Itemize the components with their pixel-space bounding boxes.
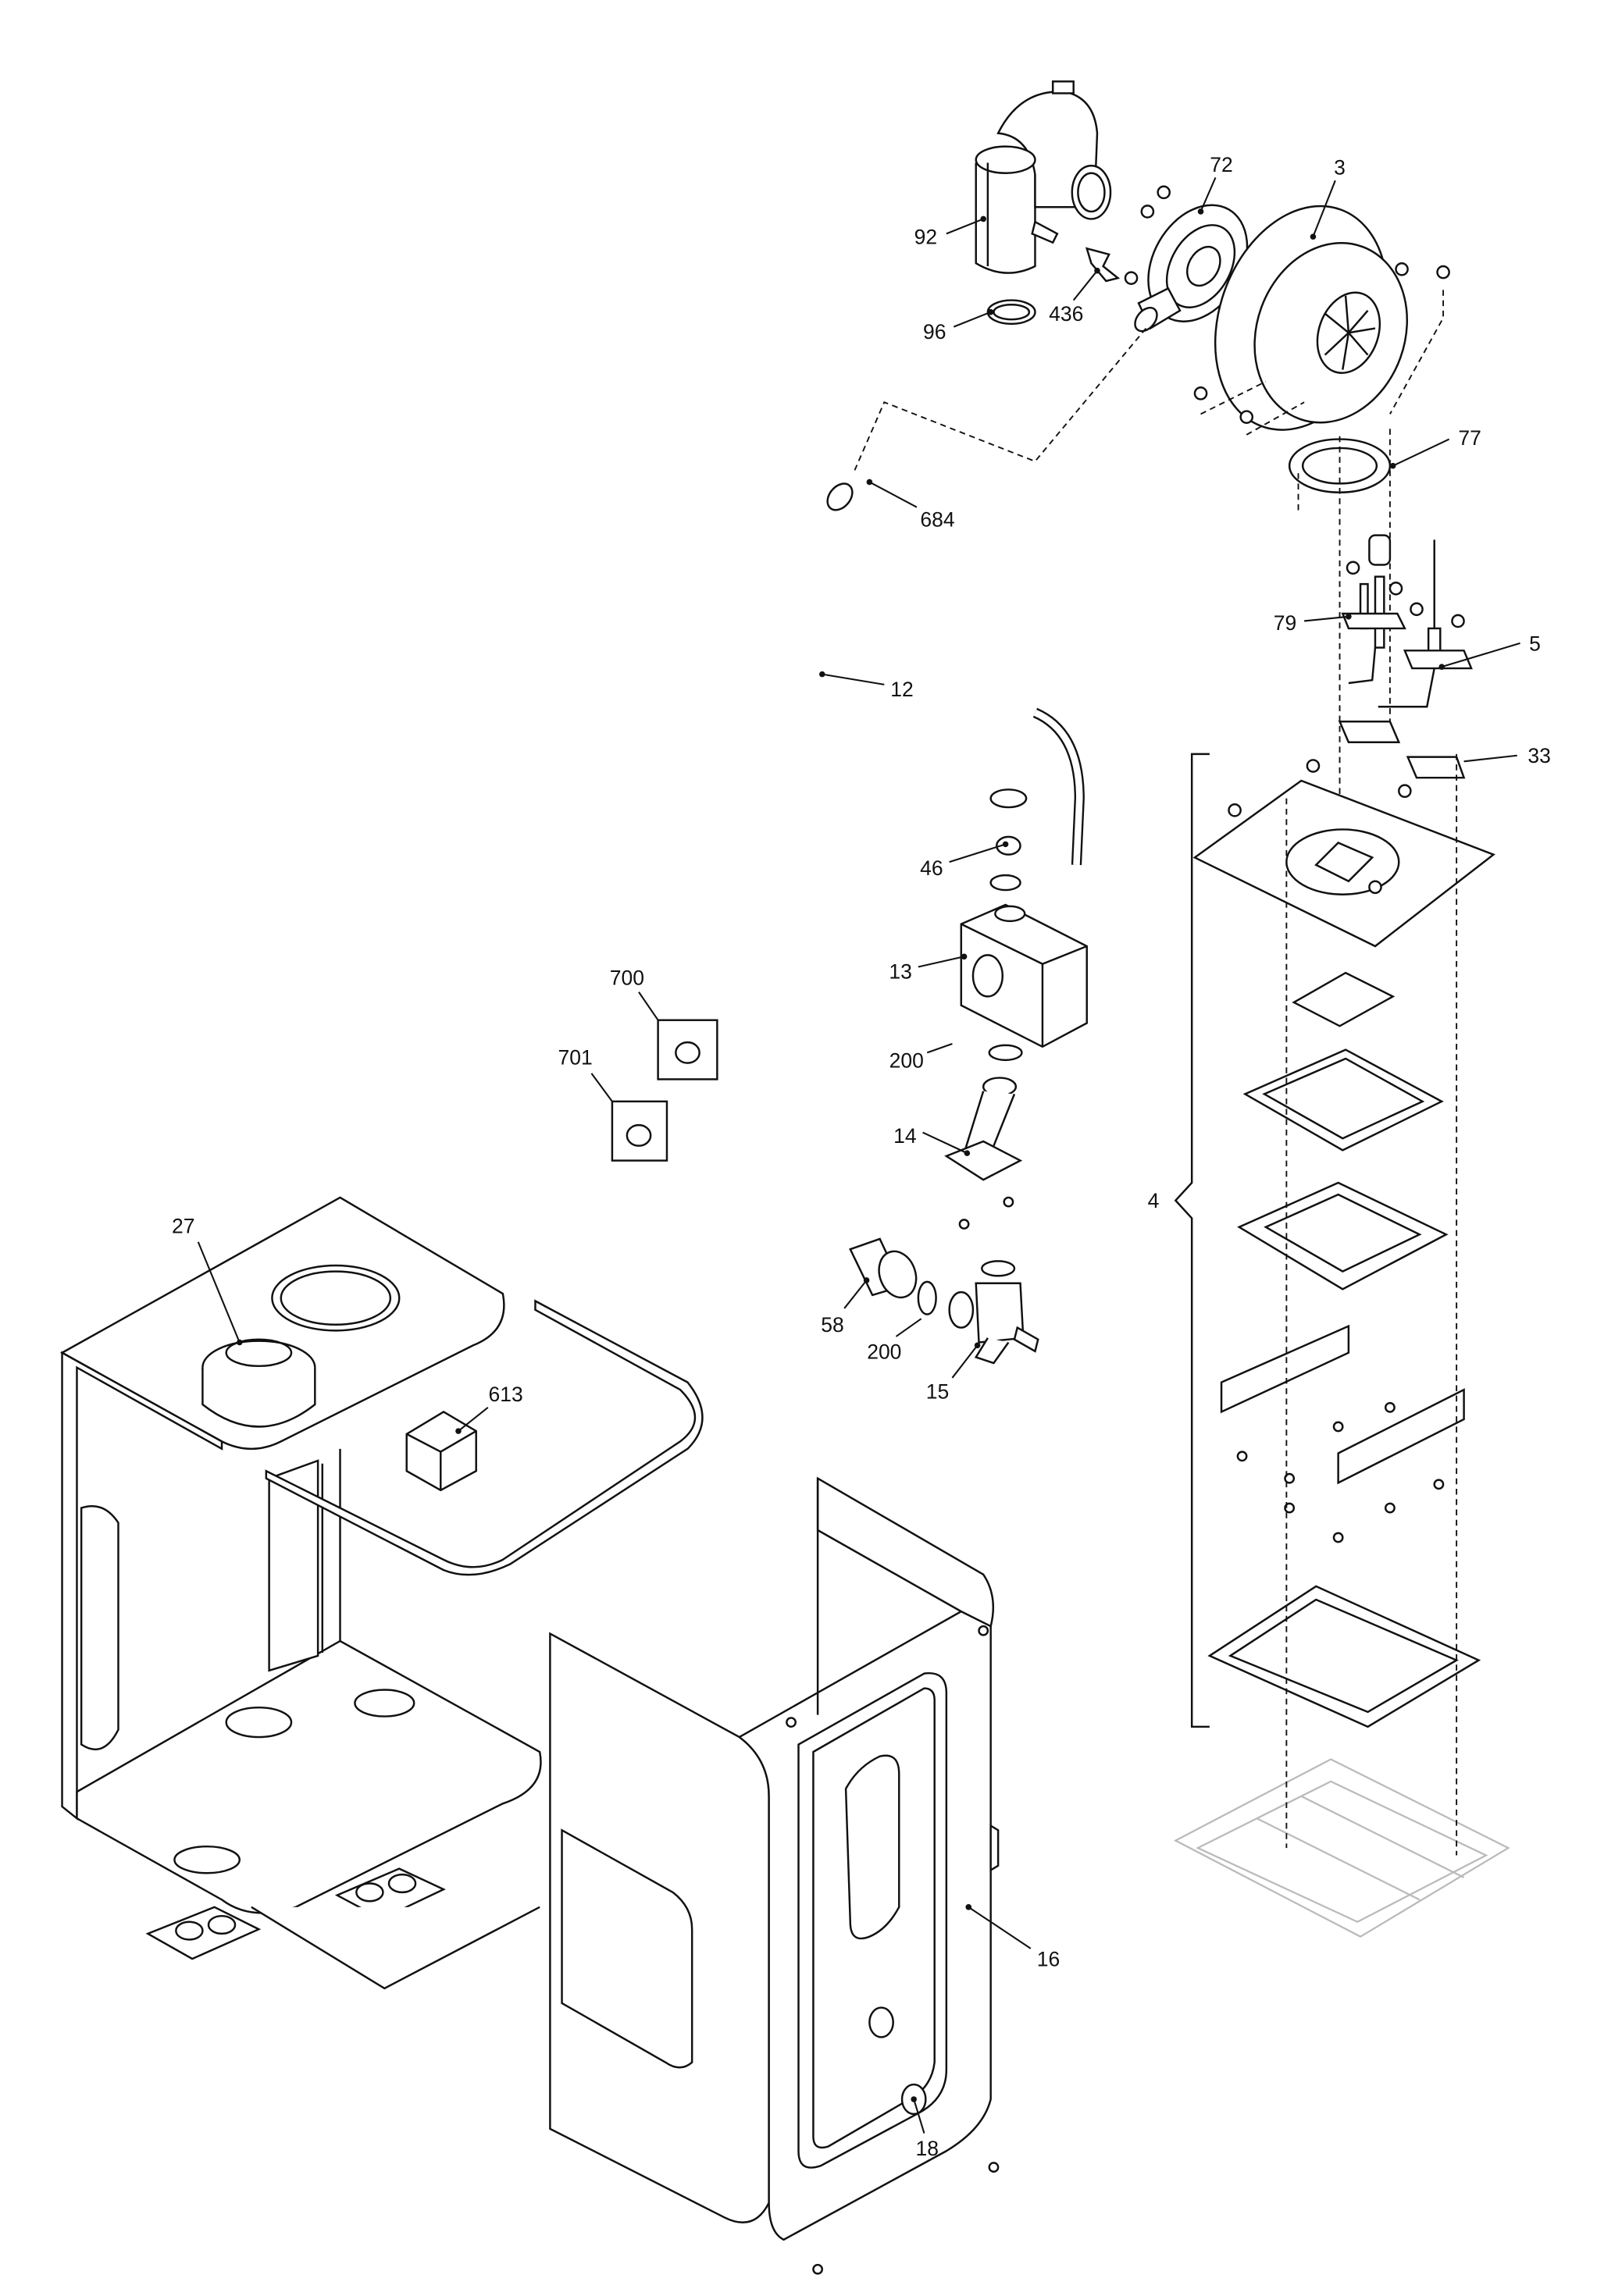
callout-77: 77 bbox=[1458, 426, 1481, 450]
electrode-gasket-a bbox=[1338, 720, 1401, 743]
callout-684: 684 bbox=[920, 507, 954, 531]
side-panel-part bbox=[265, 1299, 704, 1576]
callout-613: 613 bbox=[488, 1383, 522, 1406]
callout-72: 72 bbox=[1210, 153, 1232, 176]
nut-seal-part bbox=[996, 835, 1021, 856]
heat-exchanger-ghost bbox=[1173, 1758, 1510, 1938]
callout-46: 46 bbox=[920, 856, 943, 880]
callout-436: 436 bbox=[1049, 302, 1083, 326]
callout-96: 96 bbox=[923, 320, 946, 344]
callout-58: 58 bbox=[821, 1313, 843, 1337]
gas-inlet-elbow-part bbox=[944, 1077, 1023, 1181]
gas-connector-part bbox=[849, 1237, 918, 1299]
burner-gasket-upper bbox=[1242, 1048, 1444, 1152]
leader-lines bbox=[197, 176, 1520, 2134]
transformer-part bbox=[405, 1411, 477, 1492]
flue-elbow-part bbox=[975, 80, 1112, 274]
insulation-block-a bbox=[1220, 1324, 1350, 1414]
callout-13: 13 bbox=[889, 960, 911, 984]
callout-27: 27 bbox=[172, 1214, 194, 1237]
burner-gasket-lower bbox=[1207, 1585, 1481, 1728]
fan-part bbox=[1193, 205, 1450, 431]
callout-33: 33 bbox=[1527, 744, 1550, 767]
gas-cock-part bbox=[948, 1282, 1039, 1365]
washer-lower-part bbox=[917, 1280, 937, 1315]
callout-200-lower: 200 bbox=[867, 1340, 901, 1363]
ignition-electrode-part bbox=[1341, 534, 1406, 685]
callout-700: 700 bbox=[610, 966, 644, 989]
washer-upper-part bbox=[988, 1044, 1023, 1062]
callout-18: 18 bbox=[915, 2137, 938, 2160]
condensate-hose-part bbox=[1033, 709, 1083, 866]
gas-valve-part bbox=[960, 903, 1088, 1048]
ionisation-electrode-part bbox=[1378, 539, 1473, 708]
callout-14: 14 bbox=[893, 1124, 916, 1148]
insulation-block-b bbox=[1337, 1388, 1465, 1485]
burner-plate-part bbox=[1192, 759, 1495, 948]
fixing-screws bbox=[958, 1196, 1445, 1543]
burner-head-part bbox=[1237, 1181, 1449, 1290]
front-casing-part bbox=[549, 1476, 1000, 2275]
chassis-part bbox=[59, 1196, 542, 1990]
callout-92: 92 bbox=[914, 226, 937, 249]
callout-200-upper: 200 bbox=[889, 1048, 924, 1072]
callout-15: 15 bbox=[926, 1379, 949, 1403]
callout-4: 4 bbox=[1148, 1189, 1160, 1212]
callout-12: 12 bbox=[890, 678, 913, 701]
sight-glass-part bbox=[1292, 971, 1396, 1027]
clip-part bbox=[1085, 247, 1121, 283]
burner-assembly-brace bbox=[1174, 753, 1210, 1728]
callout-5: 5 bbox=[1529, 632, 1541, 655]
electrode-gasket-b bbox=[1406, 756, 1466, 779]
fan-inlet-cover-part bbox=[1124, 185, 1249, 333]
callout-79: 79 bbox=[1274, 611, 1296, 635]
callout-16: 16 bbox=[1037, 1948, 1060, 1971]
callout-701: 701 bbox=[558, 1046, 592, 1070]
callout-3: 3 bbox=[1334, 156, 1346, 180]
